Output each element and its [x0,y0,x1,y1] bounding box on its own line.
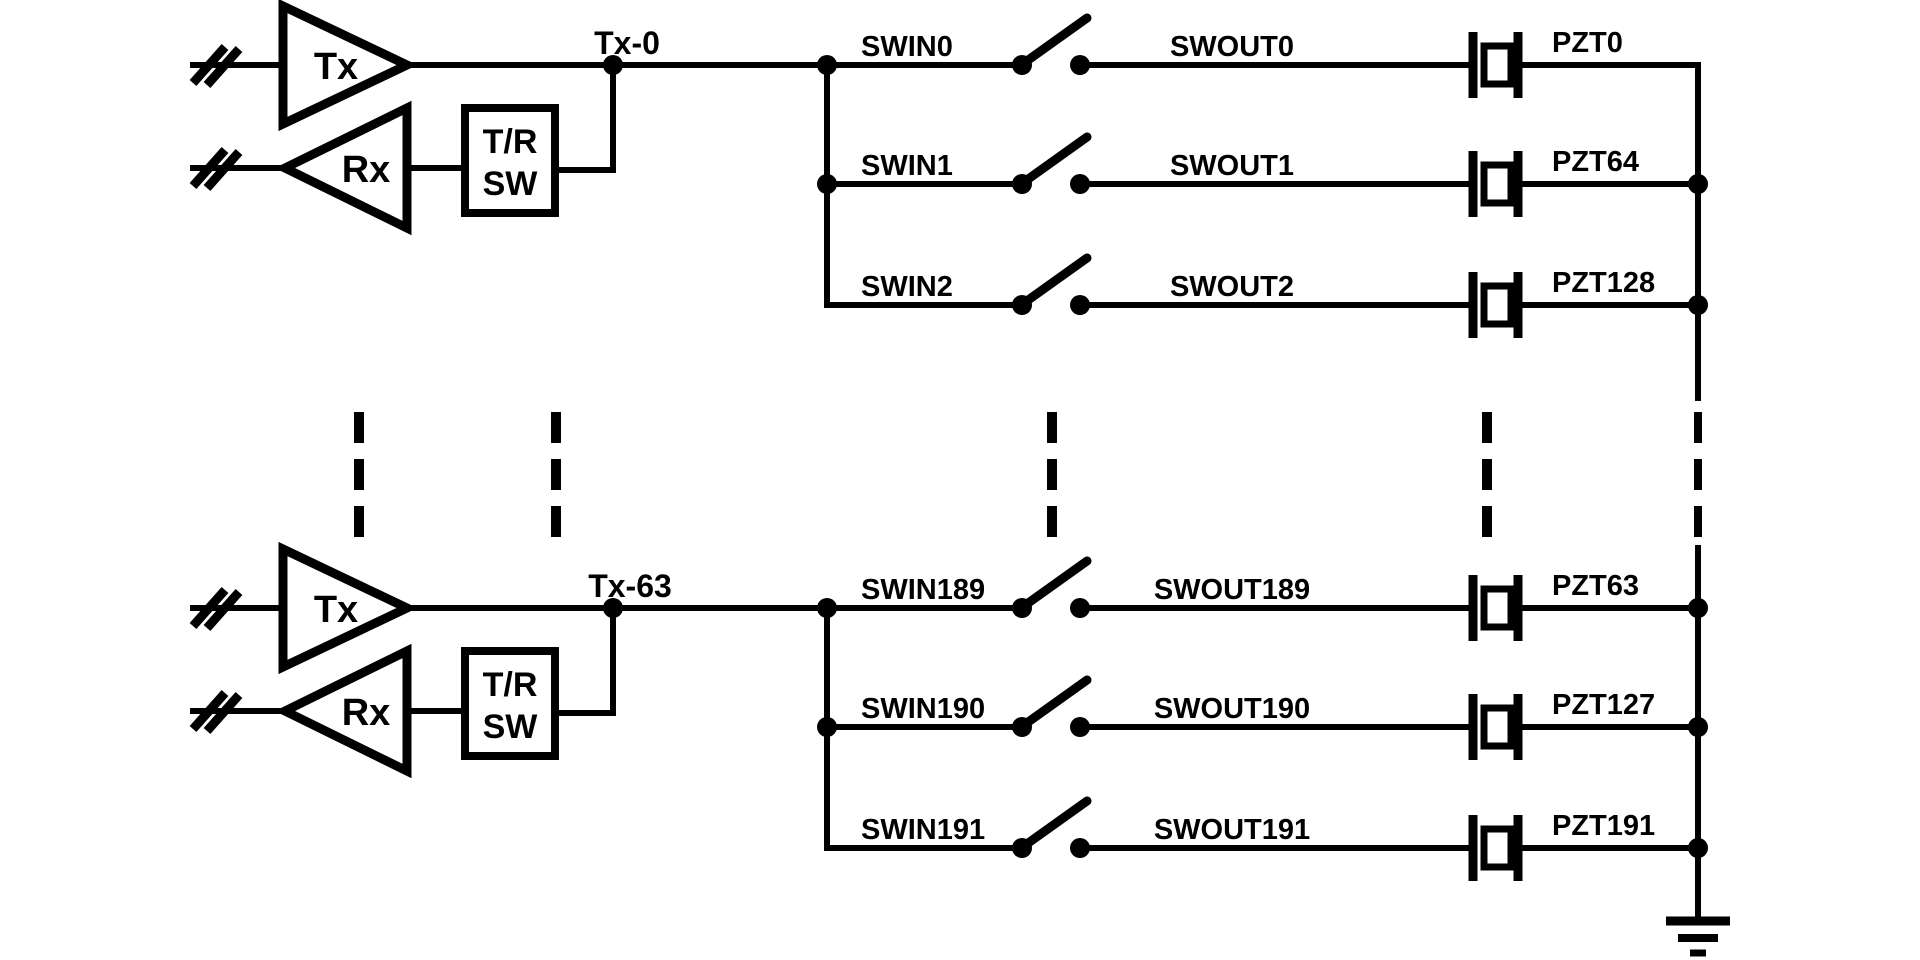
swout-label: SWOUT2 [1170,271,1294,303]
switch-blade-icon [1019,675,1092,730]
junction-dot [1688,174,1708,194]
pzt-transducer-icon [1468,272,1523,338]
junction-dot [1688,717,1708,737]
pzt-transducer-icon [1468,694,1523,760]
pzt-transducer-icon [1468,151,1523,217]
pzt-transducer-icon [1468,575,1523,641]
tx-node-junction [603,598,623,618]
tx-node-junction [603,55,623,75]
switch-row: SWIN2 SWOUT2 PZT128 [827,253,1698,338]
tx-amp-triangle [278,0,418,132]
switch-row: SWIN191 SWOUT191 PZT191 [827,796,1698,881]
bus-slash-icon [189,587,243,631]
switch-blade-icon [1019,556,1092,611]
tr-switch-box: T/R SW [461,59,616,217]
pzt-label: PZT64 [1552,146,1639,178]
rx-amp-label: Rx [342,692,391,734]
junction-dot [1688,598,1708,618]
tr-switch-label-line1: T/R [483,123,538,161]
tr-switch-label-line2: SW [483,165,539,203]
switch-row: SWIN1 SWOUT1 PZT64 [827,132,1698,217]
swout-label: SWOUT0 [1170,31,1294,63]
tx-amplifier: Tx [189,541,418,675]
pzt-label: PZT0 [1552,27,1623,59]
switch-blade-icon [1019,132,1092,187]
bus-slash-icon [189,44,243,88]
tr-switch-outline [461,104,559,217]
swout-label: SWOUT191 [1154,814,1310,846]
junction-dot [1688,838,1708,858]
ground-symbol [1666,916,1730,957]
rx-amplifier: Rx [189,643,465,779]
pzt-label: PZT127 [1552,689,1655,721]
swout-label: SWOUT1 [1170,150,1294,182]
switch-row: SWIN0 SWOUT0 PZT0 [827,13,1701,98]
swin-label: SWIN190 [861,693,985,725]
tx-node-label: Tx-0 [594,25,660,61]
channel-block-bottom: Tx Rx T/R SW Tx-63 [189,541,1698,881]
bus-slash-icon [189,147,243,191]
switch-row: SWIN189 SWOUT189 PZT63 [827,556,1698,641]
trsw-node-wire [552,602,616,716]
tx-amp-label: Tx [314,46,358,88]
tx-amplifier: Tx [189,0,418,132]
continuation-dashes [354,412,1492,537]
tx-node-label: Tx-63 [588,568,672,604]
tx-amp-triangle [278,541,418,675]
swin-label: SWIN2 [861,271,953,303]
swin-label: SWIN189 [861,574,985,606]
swin-label: SWIN1 [861,150,953,182]
rx-amplifier: Rx [189,100,465,236]
rx-amp-label: Rx [342,149,391,191]
switch-blade-icon [1019,13,1092,68]
swin-label: SWIN0 [861,31,953,63]
switch-blade-icon [1019,253,1092,308]
swout-label: SWOUT189 [1154,574,1310,606]
pzt-transducer-icon [1468,32,1523,98]
swout-label: SWOUT190 [1154,693,1310,725]
switch-blade-icon [1019,796,1092,851]
tr-switch-label-line1: T/R [483,666,538,704]
pzt-label: PZT128 [1552,267,1655,299]
tr-switch-box: T/R SW [461,602,616,760]
swin-label: SWIN191 [861,814,985,846]
pzt-label: PZT191 [1552,810,1655,842]
junction-dot [1688,295,1708,315]
trsw-node-wire [552,59,616,173]
tr-switch-label-line2: SW [483,708,539,746]
bus-slash-icon [189,690,243,734]
pzt-transducer-icon [1468,815,1523,881]
tx-amp-label: Tx [314,589,358,631]
common-bus [1688,62,1708,924]
channel-block-top: Tx Rx T/R SW Tx-0 [189,0,1701,338]
pzt-label: PZT63 [1552,570,1639,602]
switch-row: SWIN190 SWOUT190 PZT127 [827,675,1698,760]
tr-switch-outline [461,647,559,760]
